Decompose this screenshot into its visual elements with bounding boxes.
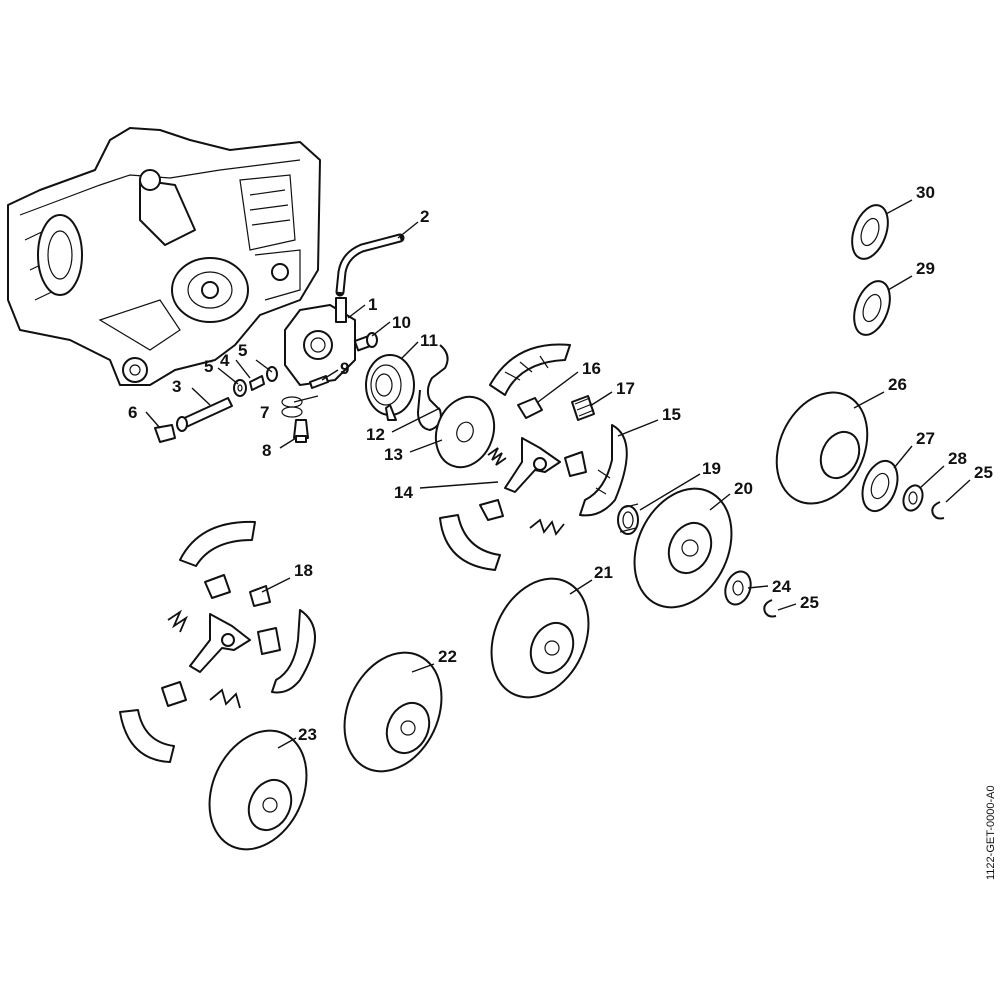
- callout-7: 7: [260, 403, 269, 422]
- part-23-spur-drum: [208, 729, 308, 851]
- callout-28: 28: [948, 449, 967, 468]
- callout-6: 6: [128, 403, 137, 422]
- part-30-rim-sprocket: [851, 204, 889, 260]
- part-12-spring-wire: [416, 344, 449, 432]
- callout-22: 22: [438, 647, 457, 666]
- part-19-needle-cage: [617, 503, 639, 535]
- part-18-alt-clutch-set: [119, 520, 316, 763]
- part-25-e-clip-a: [763, 599, 777, 618]
- part-7-o-rings: [281, 396, 303, 418]
- clutch-shoe-bottom: [439, 499, 504, 571]
- part-3-pump-piston: [176, 397, 233, 432]
- part-29-rim-sprocket: [853, 280, 891, 336]
- part-1-oil-pump: [284, 297, 356, 386]
- clutch-spring-left: [487, 447, 507, 466]
- part-4-spring: [249, 375, 265, 391]
- callout-5-b: 5: [238, 341, 247, 360]
- callout-3: 3: [172, 377, 181, 396]
- part-10-screw: [353, 332, 378, 352]
- callout-labels: 1 2 3 4 5 5 6 7 8 9 10 11 12 13 14 15 16…: [128, 183, 993, 744]
- callout-25-b: 25: [974, 463, 993, 482]
- callout-5-a: 5: [204, 357, 213, 376]
- part-15-clutch-shoe-right: [579, 424, 628, 517]
- callout-14: 14: [394, 483, 413, 502]
- callout-26: 26: [888, 375, 907, 394]
- callout-13: 13: [384, 445, 403, 464]
- part-21-spur-drum: [490, 577, 590, 699]
- callout-1: 1: [368, 295, 377, 314]
- part-25-e-clip-b: [931, 501, 945, 520]
- part-17-spring: [571, 395, 595, 421]
- callout-25-a: 25: [800, 593, 819, 612]
- part-26-clutch-drum: [775, 391, 869, 505]
- callout-15: 15: [662, 405, 681, 424]
- callout-11: 11: [420, 331, 438, 350]
- part-27-rim-sprocket: [861, 459, 899, 513]
- part-2-oil-hose: [335, 233, 405, 297]
- callout-12: 12: [366, 425, 385, 444]
- part-14-clutch-hub: [504, 437, 587, 493]
- clutch-spring-bottom: [529, 518, 565, 536]
- part-11-worm: [365, 354, 415, 421]
- part-8-plug: [293, 419, 309, 443]
- clutch-shoe-top: [489, 343, 571, 396]
- callout-9: 9: [340, 359, 349, 378]
- callout-21: 21: [594, 563, 613, 582]
- callout-16: 16: [582, 359, 601, 378]
- callout-29: 29: [916, 259, 935, 278]
- callout-20: 20: [734, 479, 753, 498]
- part-24-washer: [724, 570, 752, 606]
- callout-30: 30: [916, 183, 935, 202]
- callout-19: 19: [702, 459, 721, 478]
- part-20-clutch-drum: [633, 487, 733, 609]
- leader-lines: [145, 199, 971, 749]
- callout-4: 4: [220, 351, 230, 370]
- callout-8: 8: [262, 441, 271, 460]
- document-code: 1122-GET-0000-A0: [985, 785, 997, 880]
- callout-27: 27: [916, 429, 935, 448]
- callout-2: 2: [420, 207, 429, 226]
- crankcase-housing: [7, 127, 321, 386]
- part-13-washer: [434, 395, 496, 469]
- callout-18: 18: [294, 561, 313, 580]
- callout-23: 23: [298, 725, 317, 744]
- part-16-clutch-slider: [517, 397, 543, 419]
- part-22-spur-drum: [343, 651, 443, 773]
- part-6-adjusting-screw: [154, 424, 176, 443]
- callout-10: 10: [392, 313, 411, 332]
- part-28-washer: [902, 484, 924, 512]
- callout-17: 17: [616, 379, 635, 398]
- callout-24: 24: [772, 577, 791, 596]
